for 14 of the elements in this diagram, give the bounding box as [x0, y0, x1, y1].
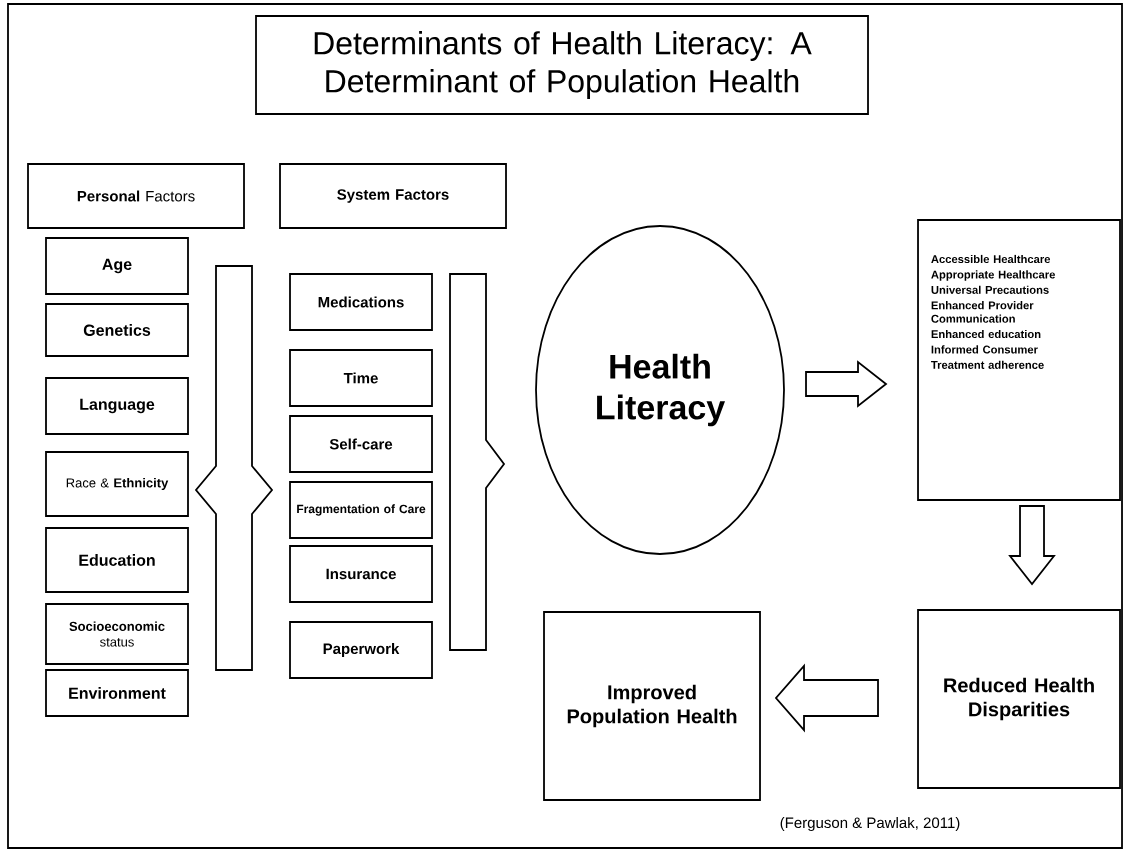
factor-box: Genetics: [45, 303, 189, 357]
arrow-bar: [194, 265, 274, 671]
block-arrow: [805, 360, 888, 408]
factor-box: Age: [45, 237, 189, 295]
factor-box: Environment: [45, 669, 189, 717]
factor-box: Improved Population Health: [543, 611, 761, 801]
circle-node: Health Literacy: [535, 225, 785, 555]
arrow-bar: [449, 273, 506, 651]
title-box: Determinants of Health Literacy: A Determinant of Population Health: [255, 15, 869, 115]
block-arrow: [774, 663, 879, 733]
factor-box: Reduced Health Disparities: [917, 609, 1121, 789]
block-arrow: [1008, 505, 1056, 586]
factor-box: Education: [45, 527, 189, 593]
factor-box: Language: [45, 377, 189, 435]
